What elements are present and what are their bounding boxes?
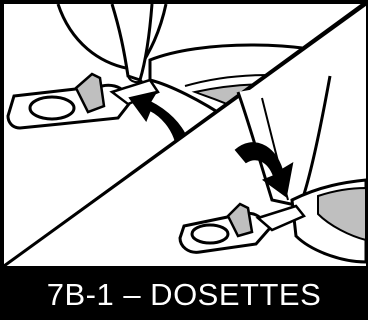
figure-caption: 7B-1 – DOSETTES [0,270,368,320]
caption-text: 7B-1 – DOSETTES [47,277,322,313]
illustration [0,0,368,270]
tray-hole-bottom [192,225,228,243]
tray-hole-top [30,97,74,119]
